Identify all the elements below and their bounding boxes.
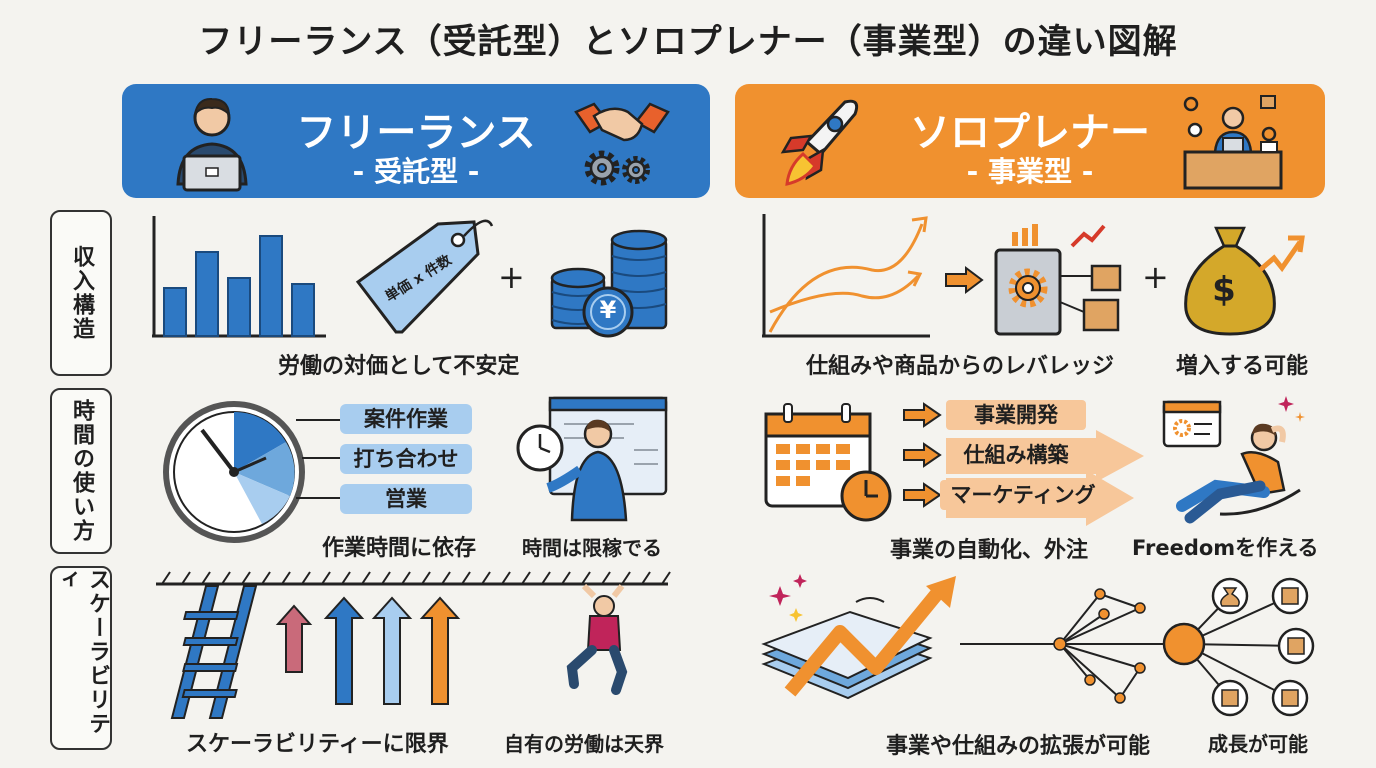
solopreneur-title: ソロプレナー — [910, 110, 1150, 156]
plus-sign: + — [498, 258, 525, 296]
income-right-caption: 仕組みや商品からのレバレッジ — [806, 354, 1115, 379]
arrow-right-small-2 — [903, 442, 942, 468]
scale-right-caption-2: 成長が可能 — [1208, 732, 1308, 756]
row-label-scalability: スケーラビリティ — [50, 566, 112, 750]
pill-business-development: 事業開発 — [946, 400, 1086, 430]
solopreneur-subtitle: - 事業型 - — [966, 155, 1094, 188]
freelance-title: フリーランス — [296, 110, 536, 156]
time-left-caption-2: 時間は限稼でる — [522, 536, 662, 560]
freelance-subtitle: - 受託型 - — [352, 155, 480, 188]
row-label-time: 時間の使い方 — [50, 388, 112, 554]
dollar-symbol: $ — [1212, 270, 1236, 310]
scale-right-caption: 事業や仕組みの拡張が可能 — [886, 734, 1151, 759]
arrow-right-small-3 — [903, 482, 942, 508]
yen-coin-stack-icon — [550, 229, 668, 338]
unstable-income-bar-chart — [152, 216, 326, 338]
time-left-caption: 作業時間に依存 — [322, 536, 477, 561]
clock-connector-lines — [296, 419, 344, 499]
pill-project-work: 案件作業 — [340, 404, 472, 434]
rocket-icon — [780, 99, 859, 186]
relaxing-person-icon — [1162, 396, 1305, 524]
page-title: フリーランス（受託型）とソロプレナー（事業型）の違い図解 — [198, 22, 1178, 62]
yen-symbol: ¥ — [599, 296, 617, 324]
person-desk-icon — [1183, 95, 1283, 190]
arrow-right-icon — [945, 266, 984, 294]
plus-sign-right: + — [1142, 258, 1169, 296]
time-right-caption: 事業の自動化、外注 — [890, 538, 1089, 563]
price-tag-icon — [355, 219, 494, 334]
ceiling-ladder-arrows-icon — [156, 571, 671, 719]
income-left-caption: 労働の対価として不安定 — [278, 354, 520, 379]
pill-system-building: 仕組み構築 — [946, 440, 1086, 470]
money-bag-icon — [1184, 226, 1305, 336]
arrow-right-small-1 — [903, 402, 942, 428]
pill-sales: 営業 — [340, 484, 472, 514]
clock-pie-icon — [163, 401, 305, 543]
scale-left-caption-2: 自有の労働は天界 — [504, 732, 664, 756]
handshake-gears-icon — [574, 102, 670, 186]
pill-meetings: 打ち合わせ — [340, 444, 472, 474]
person-clock-screen-icon — [516, 396, 668, 522]
calendar-clock-icon — [764, 403, 892, 522]
freelance-header: フリーランス - 受託型 - — [122, 84, 710, 198]
scale-left-caption: スケーラビリティーに限界 — [186, 732, 449, 757]
machine-gear-icon — [994, 224, 1122, 336]
person-laptop-icon — [176, 97, 248, 192]
row-label-income: 収入構造 — [50, 210, 112, 376]
time-right-caption-2: Freedomを作える — [1132, 536, 1319, 560]
leverage-growth-chart — [762, 214, 930, 338]
solopreneur-header: ソロプレナー - 事業型 - — [735, 84, 1325, 198]
growth-arrow-network-icon — [761, 574, 1315, 717]
pill-marketing: マーケティング — [940, 480, 1106, 510]
income-right-caption-2: 増入する可能 — [1176, 354, 1309, 379]
